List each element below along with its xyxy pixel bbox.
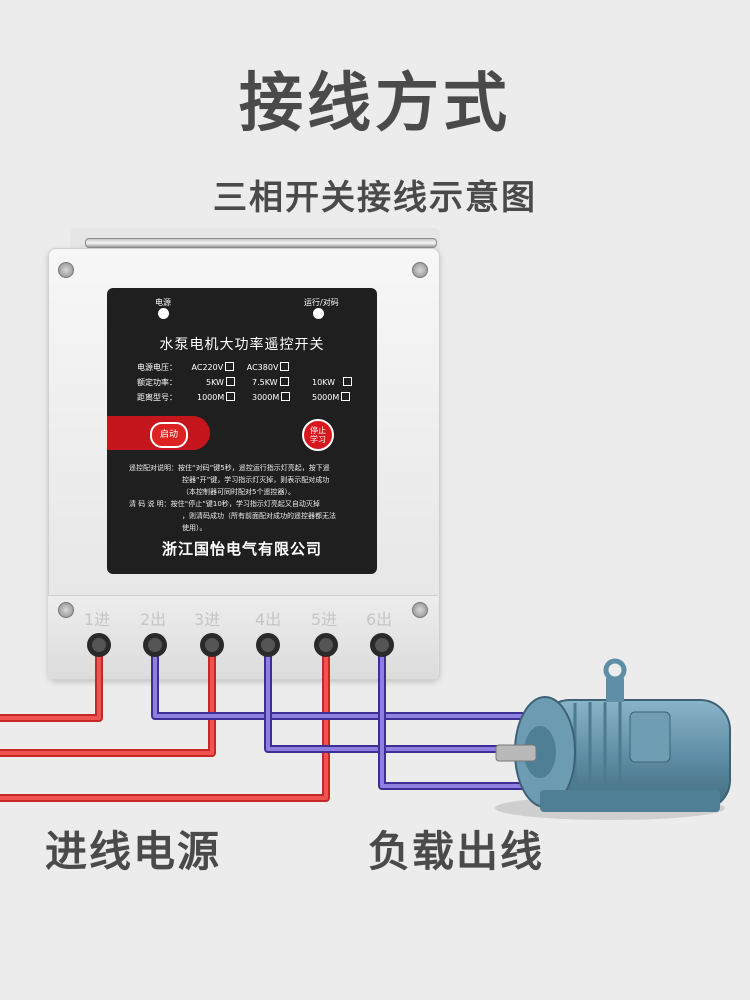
checkbox-icon (279, 377, 289, 386)
pairing-note: 控器“开”键，学习指示灯灭掉，则表示配对成功 (182, 476, 330, 484)
page-subtitle: 三相开关接线示意图 (213, 178, 537, 218)
input-wire-1 (0, 645, 103, 722)
start-button[interactable]: 启动 (150, 422, 188, 448)
pairing-note: （本控制器可同时配对5个遥控器）。 (182, 488, 295, 496)
run-led (313, 308, 324, 319)
control-panel: 电源 运行/对码 水泵电机大功率遥控开关 电源电压： AC220V AC380V… (107, 288, 377, 574)
checkbox-icon (343, 377, 353, 386)
spec-option: 5KW (206, 377, 235, 387)
clear-note: 清 码 说 明：按住“停止”键10秒，学习指示灯亮起又自动灭掉 (129, 500, 320, 508)
checkbox-icon (225, 377, 235, 386)
checkbox-icon (341, 392, 351, 401)
terminal-strip (48, 595, 438, 679)
terminal-label-1: 1进 (84, 610, 111, 629)
spec-row-distance: 距离型号： (137, 392, 177, 403)
spec-row-power: 额定功率： (137, 377, 177, 388)
output-wire-2 (151, 645, 535, 720)
spec-row-voltage: 电源电压： AC220V AC380V (137, 362, 290, 373)
spec-label: 额定功率： (137, 378, 177, 387)
terminal-label-5: 5进 (311, 610, 338, 629)
input-wire-5 (0, 645, 330, 802)
terminal-screws (87, 633, 394, 657)
spec-option: 3000M (252, 392, 291, 402)
screw-icon (58, 602, 74, 618)
spec-label: 电源电压： (137, 363, 177, 372)
screw-icon (412, 262, 428, 278)
spec-option: 1000M (197, 392, 236, 402)
terminal-label-4: 4出 (255, 610, 282, 629)
learn-label: 学习 (310, 435, 326, 444)
spec-option: 10KW (312, 377, 353, 387)
output-wire-4 (264, 645, 535, 753)
checkbox-icon (226, 392, 236, 401)
antenna (85, 238, 437, 248)
spec-option: AC220V (191, 363, 224, 372)
checkbox-icon (281, 392, 291, 401)
spec-option: AC380V (246, 363, 279, 372)
input-wire-3 (0, 645, 216, 757)
screw-icon (412, 602, 428, 618)
power-led (158, 308, 169, 319)
spec-label: 距离型号： (137, 393, 177, 402)
screw-icon (58, 262, 74, 278)
clear-note: ，则清码成功（所有前面配对成功的遥控器都无法 (182, 512, 336, 520)
product-title: 水泵电机大功率遥控开关 (159, 337, 325, 353)
terminal-label-3: 3进 (194, 610, 221, 629)
stop-label: 停止 (310, 426, 326, 435)
stop-learn-button[interactable]: 停止 学习 (302, 419, 334, 451)
spec-option: 5000M (312, 392, 351, 402)
motor-icon (495, 658, 731, 820)
output-wire-6 (378, 645, 535, 790)
terminal-label-6: 6出 (366, 610, 393, 629)
checkbox-icon (280, 362, 290, 371)
input-power-label: 进线电源 (45, 827, 222, 876)
clear-note: 使用）。 (182, 524, 207, 532)
terminal-label-2: 2出 (140, 610, 167, 629)
run-led-label: 运行/对码 (304, 298, 339, 307)
company-name: 浙江国怡电气有限公司 (161, 540, 322, 558)
page-title: 接线方式 (239, 67, 511, 141)
power-led-label: 电源 (155, 298, 171, 307)
checkbox-icon (225, 362, 235, 371)
load-output-label: 负载出线 (368, 827, 545, 876)
spec-option: 7.5KW (252, 377, 289, 387)
pairing-note: 遥控配对说明：按住“对码”键5秒，遥控运行指示灯亮起，按下遥 (129, 464, 330, 472)
